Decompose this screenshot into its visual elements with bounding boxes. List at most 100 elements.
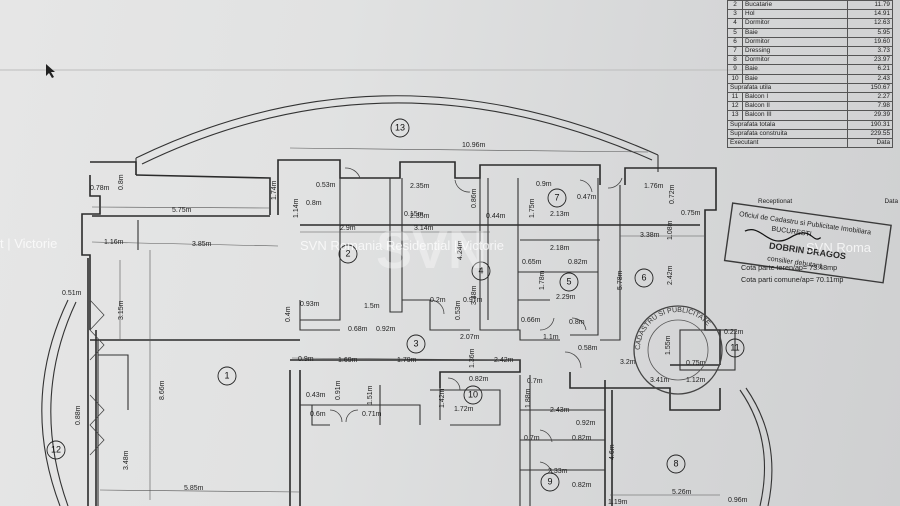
dim-label: 1.42m [439,388,446,408]
signature [744,229,822,242]
cota-teren: Cota parte teren/ap= 73.48mp [741,263,838,272]
room-number-1: 1 [224,370,229,380]
room-index: 6 [727,36,743,48]
dim-label: 0.8m [118,174,125,190]
summary-label: Suprafata construita [727,128,848,140]
dim-label: 1.78m [539,270,546,290]
cota-comune: Cota parti comune/ap= 70.11mp [741,275,844,284]
dim-label: 2.43m [550,407,570,414]
room-area: 6.21 [847,64,893,75]
dim-label: 1.72m [454,406,474,413]
room-area: 12.63 [847,18,893,29]
room-number-11: 11 [730,342,739,352]
room-name: Dormitor [742,18,848,29]
room-number-5: 5 [566,276,571,286]
dim-label: 0.72m [669,184,676,204]
room-number-3: 3 [413,338,418,348]
room-area: 19.60 [847,36,893,48]
room-number-2: 2 [345,248,350,258]
dim-label: 0.75m [681,210,701,217]
dim-label: 0.2m [430,297,446,304]
dim-label: 2.9m [340,225,356,232]
watermark-logo: SVN [376,220,487,280]
room-index: 5 [727,27,743,38]
dim-label: 0.22m [724,329,744,336]
dim-label: 1.79m [397,357,417,364]
dim-label: 0.65m [522,259,542,266]
dim-label: 0.9m [536,181,552,188]
watermark: SVN Roma [806,240,872,255]
dim-label: 3.85m [192,241,212,248]
room-numbers: 1 2 3 4 5 6 7 8 9 10 11 12 13 [51,122,740,486]
watermark: t | Victorie [0,236,57,251]
share-info: Cota parte teren/ap= 73.48mp Cota parti … [741,262,843,286]
dim-label: 0.93m [300,301,320,308]
date-label: Data [847,138,893,149]
dim-label: 0.82m [572,435,592,442]
dim-label: 0.53m [316,182,336,189]
dim-label: 0.66m [521,317,541,324]
room-area: 23.97 [847,55,893,66]
room-number-6: 6 [641,272,646,282]
dim-label: 0.97m [463,297,483,304]
dim-label: 5.75m [172,207,192,214]
dim-label: 8.66m [159,380,166,400]
dim-label: 2.33m [548,468,568,475]
room-markers [46,118,745,492]
dim-label: 0.9m [298,356,314,363]
dim-label: 3.15m [118,300,125,320]
dim-label: 3.48m [471,285,478,305]
dim-label: 1.08m [667,220,674,240]
dim-label: 1.74m [271,180,278,200]
room-index: 3 [727,9,743,20]
dim-label: 10.96m [462,142,486,149]
dim-label: 0.82m [568,259,588,266]
room-number-13: 13 [395,122,405,132]
summary-value: 150.67 [847,82,893,94]
stamp-ring-text: CADASTRU SI PUBLICITATE [635,307,711,350]
room-name: Baie [742,73,848,84]
dim-label: 0.71m [362,411,382,418]
dim-label: 1.88m [525,388,532,408]
executant-label: Executant [727,138,848,149]
room-index: 7 [727,46,743,57]
dim-label: 2.42m [494,357,514,364]
dim-label: 5.26m [672,489,692,496]
room-index: 8 [727,55,743,66]
dim-label: 1.1m [543,334,559,341]
room-number-8: 8 [673,458,678,468]
dim-label: 0.8m [306,200,322,207]
dim-label: 0.53m [455,300,462,320]
dim-label: 5.85m [184,485,204,492]
room-area: 3.73 [847,46,893,57]
balcony-area: 2.27 [847,92,893,103]
room-index: 9 [727,64,743,75]
dim-label: 0.44m [486,213,506,220]
dim-label: 0.51m [62,290,82,297]
dim-label: 0.96m [728,497,748,504]
round-stamp: CADASTRU SI PUBLICITATE [633,305,723,395]
door-swings [89,167,623,475]
dim-label: 2.18m [550,245,570,252]
dim-label: 5.78m [617,270,624,290]
room-area: 14.91 [847,9,893,20]
balcony-index: 13 [727,110,743,121]
dimension-labels: 10.96m 0.78m 5.75m 1.16m 3.85m 2.9m 3.14… [62,142,748,506]
dim-label: 1.12m [686,377,706,384]
dim-label: 2.29m [556,294,576,301]
balcony-name: Balcon I [742,92,848,103]
room-index: 2 [727,0,743,11]
dim-label: 1.5m [364,303,380,310]
room-name: Hol [742,9,848,20]
watermarks: t | Victorie SVN Romania Residential | V… [0,220,872,280]
